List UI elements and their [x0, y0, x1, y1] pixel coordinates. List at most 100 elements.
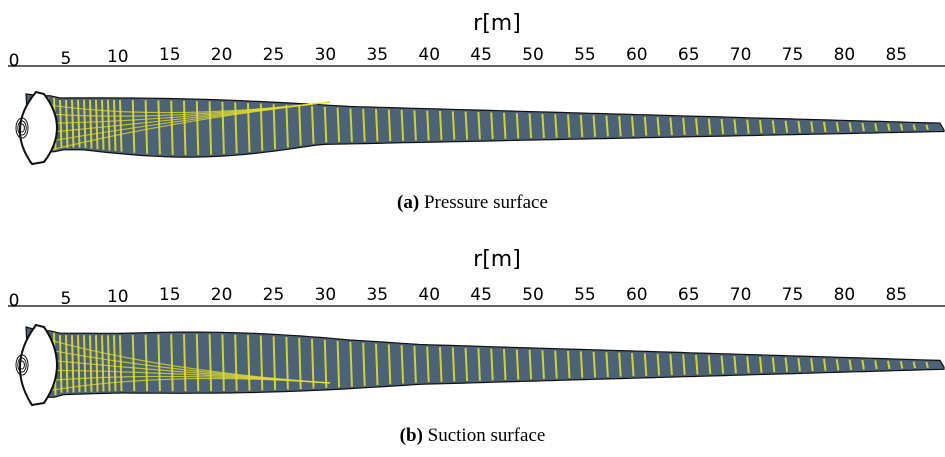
- surface-streak: [643, 353, 648, 376]
- surface-streak: [823, 358, 827, 371]
- surface-streak: [234, 334, 238, 391]
- tick-label-5: 5: [60, 289, 71, 309]
- surface-streak: [810, 121, 814, 133]
- surface-streak: [835, 122, 840, 132]
- surface-streak: [464, 111, 469, 140]
- surface-streak: [195, 101, 200, 156]
- surface-streak: [874, 123, 878, 132]
- surface-streak: [720, 355, 725, 374]
- surface-streak: [208, 101, 213, 155]
- caption-tag: (a): [397, 192, 420, 213]
- tick-label-5: 5: [60, 49, 71, 69]
- surface-streak: [95, 335, 99, 392]
- surface-streak: [336, 107, 341, 143]
- surface-streak: [541, 113, 545, 138]
- surface-streak: [899, 123, 904, 131]
- tick-label-20: 20: [211, 45, 233, 65]
- tick-label-20: 20: [211, 285, 233, 305]
- surface-streak: [349, 341, 353, 387]
- surface-streak: [746, 119, 750, 134]
- surface-streak: [567, 114, 571, 138]
- surface-streak: [771, 120, 776, 134]
- surface-streak: [656, 353, 661, 376]
- tick-label-30: 30: [315, 45, 337, 65]
- surface-streak: [912, 361, 917, 369]
- tick-label-70: 70: [730, 45, 752, 65]
- surface-streak: [618, 352, 622, 377]
- surface-streak: [784, 357, 789, 372]
- surface-streak: [861, 122, 865, 132]
- surface-streak: [131, 100, 136, 153]
- surface-streak: [477, 348, 481, 381]
- surface-streak: [707, 118, 712, 135]
- surface-streak: [541, 350, 545, 379]
- root-ring: [17, 357, 27, 373]
- surface-streak: [925, 124, 929, 131]
- root-ring: [15, 117, 29, 139]
- surface-streak: [285, 104, 289, 148]
- surface-streak: [592, 351, 597, 378]
- tick-label-60: 60: [626, 285, 648, 305]
- surface-streak: [311, 338, 315, 389]
- tick-label-80: 80: [834, 45, 856, 65]
- surface-streak: [387, 344, 392, 385]
- tick-label-0: 0: [9, 291, 20, 311]
- surface-streak: [515, 349, 520, 380]
- surface-streak: [413, 346, 417, 383]
- surface-streak: [669, 354, 673, 376]
- tick-label-35: 35: [366, 285, 388, 305]
- surface-streak: [336, 340, 341, 388]
- tick-label-45: 45: [470, 285, 492, 305]
- tick-label-75: 75: [782, 45, 804, 65]
- surface-streak: [400, 109, 405, 141]
- tick-label-15: 15: [159, 285, 181, 305]
- surface-streak: [477, 112, 481, 140]
- caption-text: Suction surface: [427, 425, 546, 446]
- surface-streak: [733, 119, 737, 135]
- blade-suction-surface: [15, 323, 945, 407]
- caption-text: Pressure surface: [423, 192, 548, 213]
- surface-streak: [426, 346, 430, 383]
- surface-streak: [797, 357, 801, 372]
- tick-label-65: 65: [678, 285, 700, 305]
- surface-streak: [375, 109, 379, 142]
- caption-suction-surface: (b) Suction surface: [0, 425, 945, 447]
- surface-streak: [707, 355, 712, 375]
- surface-streak: [144, 334, 149, 392]
- tick-label-40: 40: [418, 285, 440, 305]
- surface-streak: [515, 113, 520, 139]
- tick-label-15: 15: [159, 45, 181, 65]
- surface-streak: [439, 347, 443, 382]
- surface-streak: [720, 118, 725, 135]
- surface-streak: [682, 117, 686, 135]
- surface-streak: [579, 114, 584, 138]
- surface-streak: [695, 354, 699, 375]
- surface-streak: [503, 349, 507, 380]
- tick-label-40: 40: [418, 45, 440, 65]
- surface-streak: [77, 99, 81, 148]
- surface-streak: [439, 110, 443, 141]
- surface-streak: [362, 342, 366, 386]
- radius-axis-title: r[m]: [473, 11, 521, 36]
- surface-streak: [784, 120, 789, 133]
- surface-streak: [107, 335, 111, 392]
- blade-pressure-surface: [15, 90, 945, 166]
- tick-label-85: 85: [885, 285, 907, 305]
- tick-label-10: 10: [107, 287, 129, 307]
- surface-streak: [426, 110, 430, 141]
- tick-label-25: 25: [263, 285, 285, 305]
- surface-streak-curved: [43, 377, 331, 393]
- blade-root-cap: [19, 90, 58, 166]
- surface-streak: [579, 351, 584, 378]
- surface-streak: [887, 360, 891, 370]
- surface-streak: [101, 99, 105, 150]
- root-ring: [19, 123, 25, 133]
- surface-streak: [554, 350, 558, 379]
- surface-streak: [528, 113, 533, 139]
- root-ring: [15, 354, 29, 376]
